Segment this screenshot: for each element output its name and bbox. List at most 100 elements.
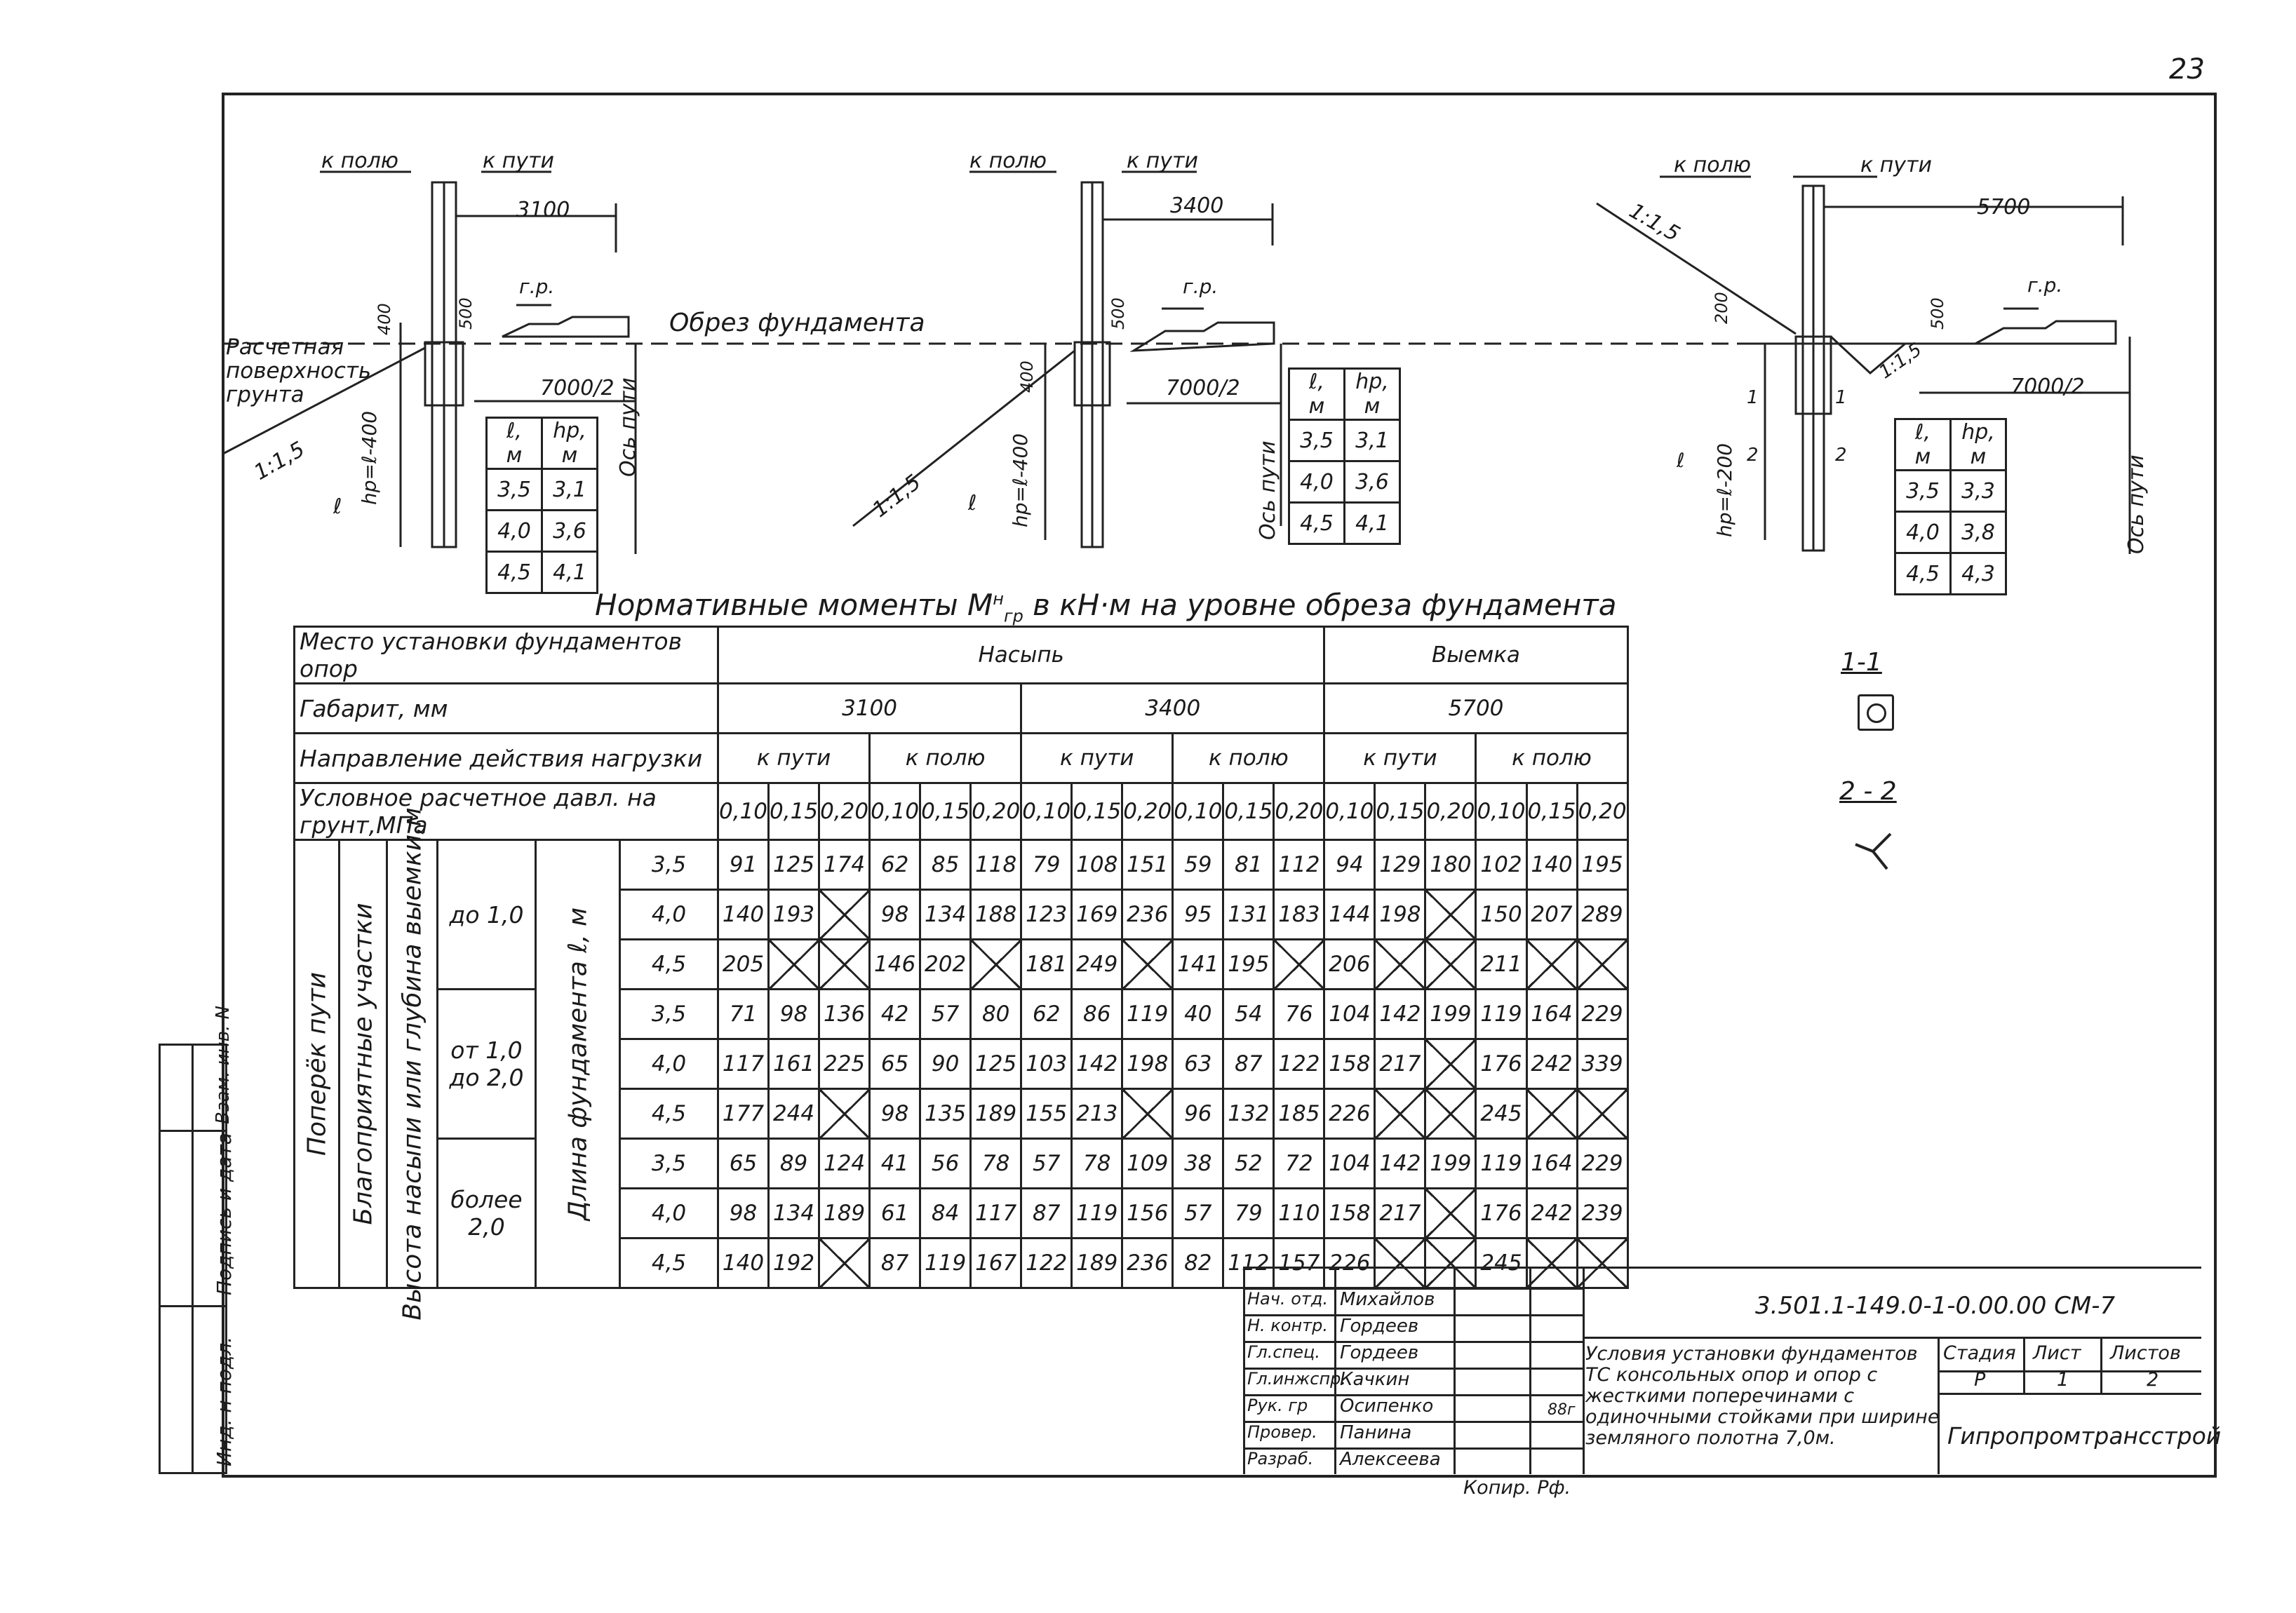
- crossed-cell: [767, 938, 821, 990]
- mid-depth: hp=ℓ-400: [1009, 433, 1032, 527]
- value-cell: 164: [1525, 1138, 1578, 1189]
- value-cell: 189: [1070, 1237, 1124, 1289]
- value-cell: 41: [868, 1138, 922, 1189]
- crossed-cell: [1424, 1237, 1477, 1289]
- value-cell: 124: [818, 1138, 871, 1189]
- value-cell: 79: [1222, 1187, 1275, 1239]
- value-cell: 193: [767, 889, 821, 940]
- ballast-left: [502, 316, 630, 338]
- rt-cell: 3,5: [1894, 469, 1952, 513]
- value-cell: 98: [767, 988, 821, 1040]
- surface-label-line2: поверхность: [226, 358, 372, 384]
- value-cell: 81: [1222, 839, 1275, 891]
- direction-header: к пути: [716, 732, 871, 784]
- person-name: Михайлов: [1340, 1289, 1435, 1310]
- value-cell: 156: [1121, 1187, 1174, 1239]
- value-cell: 112: [1273, 839, 1326, 891]
- crossed-cell: [1576, 1088, 1629, 1140]
- stamp-sign-label: Подпись и дата: [213, 1133, 236, 1295]
- value-cell: 180: [1424, 839, 1477, 891]
- value-cell: 65: [716, 1138, 770, 1189]
- value-cell: 72: [1273, 1138, 1326, 1189]
- sheets-header: Листов: [2110, 1342, 2181, 1364]
- value-cell: 119: [1475, 1138, 1528, 1189]
- document-code: 3.501.1-149.0-1-0.00.00 СМ-7: [1755, 1292, 2116, 1320]
- foundation-left: [424, 341, 464, 407]
- value-cell: 119: [1070, 1187, 1124, 1239]
- slope-middle: [852, 349, 1075, 527]
- person-name: Осипенко: [1340, 1396, 1434, 1417]
- right-label-to-track: к пути: [1860, 153, 1932, 177]
- value-cell: 245: [1475, 1237, 1528, 1289]
- value-cell: 158: [1323, 1187, 1376, 1239]
- mid-label-to-track: к пути: [1127, 149, 1198, 173]
- role-label: Разраб.: [1247, 1449, 1314, 1469]
- slope-left: [222, 346, 426, 456]
- value-cell: 167: [969, 1237, 1023, 1289]
- document-description: Условия установки фундаментов ТС консоль…: [1585, 1344, 1939, 1449]
- value-cell: 62: [1020, 988, 1073, 1040]
- mid-gauge: 3400: [1170, 194, 1224, 218]
- value-cell: 202: [919, 938, 972, 990]
- crossed-cell: [1374, 938, 1427, 990]
- value-cell: 80: [969, 988, 1023, 1040]
- length-cell: 4,0: [619, 1187, 719, 1239]
- value-cell: 242: [1525, 1038, 1578, 1090]
- value-cell: 71: [716, 988, 770, 1040]
- table-title-rest: в кН·м на уровне обреза фундамента: [1023, 588, 1617, 622]
- value-cell: 95: [1172, 889, 1225, 940]
- crossed-cell: [818, 938, 871, 990]
- value-cell: 38: [1172, 1138, 1225, 1189]
- value-cell: 225: [818, 1038, 871, 1090]
- value-cell: 129: [1374, 839, 1427, 891]
- direction-header: к пути: [1323, 732, 1477, 784]
- value-cell: 239: [1576, 1187, 1629, 1239]
- value-cell: 195: [1222, 938, 1275, 990]
- sheets-value: 2: [2147, 1369, 2159, 1391]
- value-cell: 110: [1273, 1187, 1326, 1239]
- side-label-3: Высота насыпи или глубина выемки,м: [386, 807, 438, 1321]
- foundation-right: [1794, 335, 1832, 415]
- value-cell: 125: [767, 839, 821, 891]
- value-cell: 236: [1121, 1237, 1174, 1289]
- pressure-header: 0,20: [1576, 782, 1629, 841]
- lt-cell: 3,1: [541, 468, 598, 511]
- person-name: Гордеев: [1340, 1316, 1419, 1337]
- value-cell: 134: [767, 1187, 821, 1239]
- surface-label: Расчетная поверхность грунта: [226, 335, 371, 407]
- side-label-4: Длина фундамента ℓ, м: [535, 839, 621, 1289]
- value-cell: 119: [1475, 988, 1528, 1040]
- mid-axis: Ось пути: [1256, 440, 1280, 540]
- crossed-cell: [1374, 1237, 1427, 1289]
- value-cell: 84: [919, 1187, 972, 1239]
- ballast-right: [1975, 320, 2117, 345]
- value-cell: 157: [1273, 1237, 1326, 1289]
- crossed-cell: [969, 938, 1023, 990]
- mid-rail-head: г.р.: [1183, 275, 1219, 298]
- value-cell: 151: [1121, 839, 1174, 891]
- group-label-line: 2,0: [468, 1213, 505, 1241]
- value-cell: 125: [969, 1038, 1023, 1090]
- organization: Гипропромтрансстрой: [1947, 1422, 2222, 1450]
- value-cell: 52: [1222, 1138, 1275, 1189]
- value-cell: 183: [1273, 889, 1326, 940]
- side-label-text: Благоприятные участки: [349, 903, 377, 1225]
- gabarit-header: 3100: [716, 682, 1023, 734]
- left-label-to-track: к пути: [483, 149, 554, 173]
- crossed-cell: [1576, 1237, 1629, 1289]
- crossed-cell: [1576, 938, 1629, 990]
- direction-header: к полю: [1475, 732, 1629, 784]
- left-l: ℓ: [333, 494, 342, 519]
- value-cell: 174: [818, 839, 871, 891]
- table-title: Нормативные моменты Mнгр в кН·м на уровн…: [595, 588, 1617, 626]
- right-rail-head: г.р.: [2027, 274, 2063, 297]
- value-cell: 181: [1020, 938, 1073, 990]
- table-title-sup: н: [993, 589, 1004, 609]
- rt-cell: 4,5: [1894, 552, 1952, 595]
- pressure-header: 0,10: [716, 782, 770, 841]
- value-cell: 161: [767, 1038, 821, 1090]
